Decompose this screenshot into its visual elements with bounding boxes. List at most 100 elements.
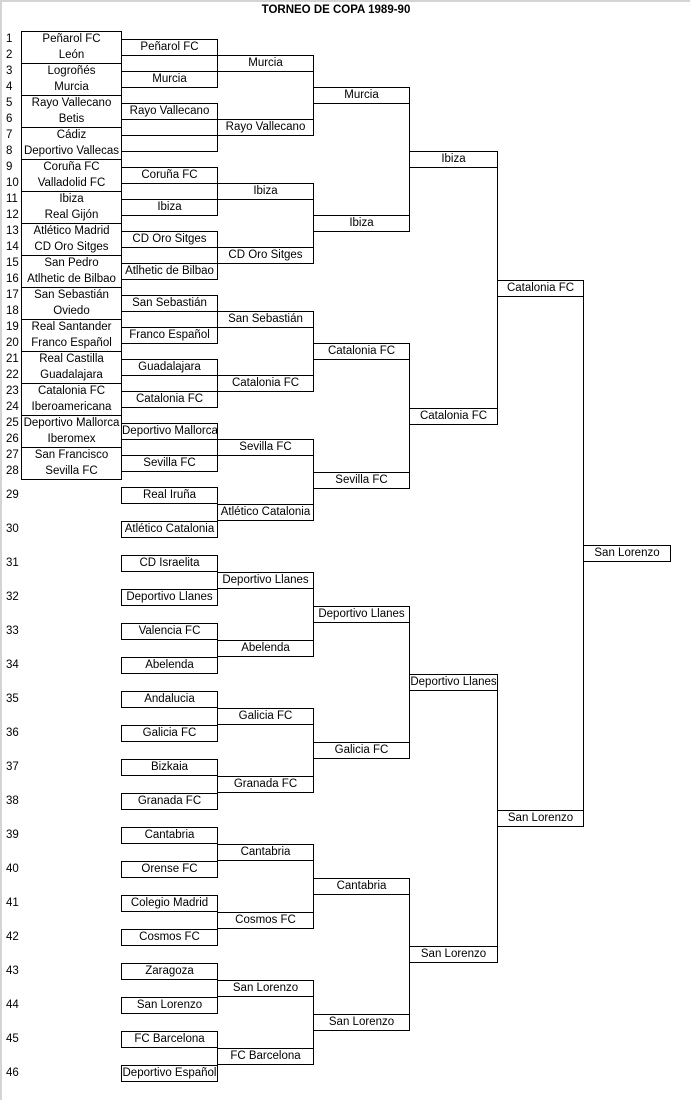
round-of-32-slot: Bizkaia — [121, 759, 218, 776]
round-of-32-slot: Cantabria — [121, 827, 218, 844]
seed-number: 37 — [6, 761, 19, 773]
round-of-16-slot: Catalonia FC — [217, 375, 314, 392]
round-of-16-slot: San Lorenzo — [217, 980, 314, 997]
round-of-32-slot: CD Israelita — [121, 555, 218, 572]
team-name: CD Oro Sitges — [228, 249, 303, 261]
seed-number: 29 — [6, 489, 19, 501]
team-name: Deportivo Llanes — [222, 574, 309, 586]
round-of-32-slot: Rayo Vallecano — [121, 103, 218, 120]
team-name: San Lorenzo — [420, 948, 487, 960]
round-of-32-slot: Deportivo Español — [121, 1065, 218, 1082]
team-name: Atlético Catalonia — [220, 506, 311, 518]
seed-number: 41 — [6, 897, 19, 909]
round-of-32-slot: Real Iruña — [121, 487, 218, 504]
seed-number: 45 — [6, 1033, 19, 1045]
team-name: Orense FC — [141, 863, 198, 875]
team-name: Betis — [58, 113, 85, 125]
team-name: Murcia — [248, 57, 283, 69]
round-of-32-slot: Granada FC — [121, 793, 218, 810]
quarterfinals-slot: Cantabria — [313, 878, 410, 895]
seed-number: 43 — [6, 965, 19, 977]
team-name: Bizkaia — [150, 761, 189, 773]
seed-number: 33 — [6, 625, 19, 637]
page-top-border — [0, 0, 690, 2]
round-of-32-slot: Zaragoza — [121, 963, 218, 980]
team-name: Catalonia FC — [135, 393, 204, 405]
quarterfinals-slot: Murcia — [313, 87, 410, 104]
quarterfinals-slot: Ibiza — [313, 215, 410, 232]
seed-number: 42 — [6, 931, 19, 943]
team-name: Real Gijón — [44, 209, 99, 221]
round-of-16-slot: CD Oro Sitges — [217, 247, 314, 264]
team-name: Iberomex — [47, 433, 96, 445]
round-of-32-slot: Catalonia FC — [121, 391, 218, 408]
round-of-32-slot: Coruña FC — [121, 167, 218, 184]
seed-number: 5 — [6, 97, 13, 109]
quarterfinals-slot: San Lorenzo — [313, 1014, 410, 1031]
team-name: San Francisco — [34, 449, 109, 461]
round-of-32-slot: Murcia — [121, 71, 218, 88]
seed-number: 17 — [6, 289, 19, 301]
seed-number: 9 — [6, 161, 13, 173]
round-of-16-slot: Rayo Vallecano — [217, 119, 314, 136]
team-name: Deportivo Mallorca — [23, 417, 120, 429]
seed-number: 2 — [6, 49, 13, 61]
final-slot: San Lorenzo — [497, 810, 584, 827]
quarterfinals-slot: Catalonia FC — [313, 343, 410, 360]
seed-number: 16 — [6, 273, 19, 285]
team-name: Real Iruña — [142, 489, 197, 501]
team-name: Atlético Madrid — [33, 225, 110, 237]
round-of-16-slot: Galicia FC — [217, 708, 314, 725]
team-name: Atlético Catalonia — [124, 523, 215, 535]
team-name: San Sebastián — [34, 289, 109, 301]
round-of-16-slot: Granada FC — [217, 776, 314, 793]
round-of-16-slot: Ibiza — [217, 183, 314, 200]
seed-number: 10 — [6, 177, 19, 189]
champion-slot: San Lorenzo — [583, 545, 671, 562]
team-name: Deportivo Llanes — [410, 676, 497, 688]
team-name: Deportivo Español — [122, 1067, 217, 1079]
round-of-32-slot: San Lorenzo — [121, 997, 218, 1014]
round-of-16-slot: Deportivo Llanes — [217, 572, 314, 589]
semifinals-slot: Ibiza — [409, 151, 498, 168]
team-name: Catalonia FC — [506, 282, 575, 294]
round-of-32-slot: Galicia FC — [121, 725, 218, 742]
round-of-16-slot: Atlético Catalonia — [217, 504, 314, 521]
team-name: Ibiza — [349, 217, 374, 229]
seed-number: 34 — [6, 659, 19, 671]
team-name: San Lorenzo — [232, 982, 299, 994]
seed-number: 11 — [6, 193, 18, 205]
team-name: Iberoamericana — [31, 401, 112, 413]
team-name: Coruña FC — [43, 161, 100, 173]
quarterfinals-slot: Sevilla FC — [313, 472, 410, 489]
team-name: Murcia — [152, 73, 187, 85]
seed-number: 46 — [6, 1067, 19, 1079]
round-of-32-slot: Sevilla FC — [121, 455, 218, 472]
round-of-32-slot: FC Barcelona — [121, 1031, 218, 1048]
round-of-16-slot: Cantabria — [217, 844, 314, 861]
team-name: Catalonia FC — [327, 345, 396, 357]
team-name: Peñarol FC — [140, 41, 199, 53]
seed-number: 14 — [6, 241, 19, 253]
seed-number: 21 — [6, 353, 19, 365]
team-name: Franco Español — [31, 337, 112, 349]
seed-number: 31 — [6, 557, 19, 569]
quarterfinals-slot: Deportivo Llanes — [313, 606, 410, 623]
seed-number: 3 — [6, 65, 13, 77]
seed-number: 8 — [6, 145, 13, 157]
semifinals-slot: Catalonia FC — [409, 408, 498, 425]
team-name: Rayo Vallecano — [225, 121, 306, 133]
team-name: Catalonia FC — [231, 377, 300, 389]
final-slot: Catalonia FC — [497, 280, 584, 297]
team-name: FC Barcelona — [134, 1033, 205, 1045]
round-of-16-slot: San Sebastián — [217, 311, 314, 328]
team-name: Franco Español — [129, 329, 210, 341]
